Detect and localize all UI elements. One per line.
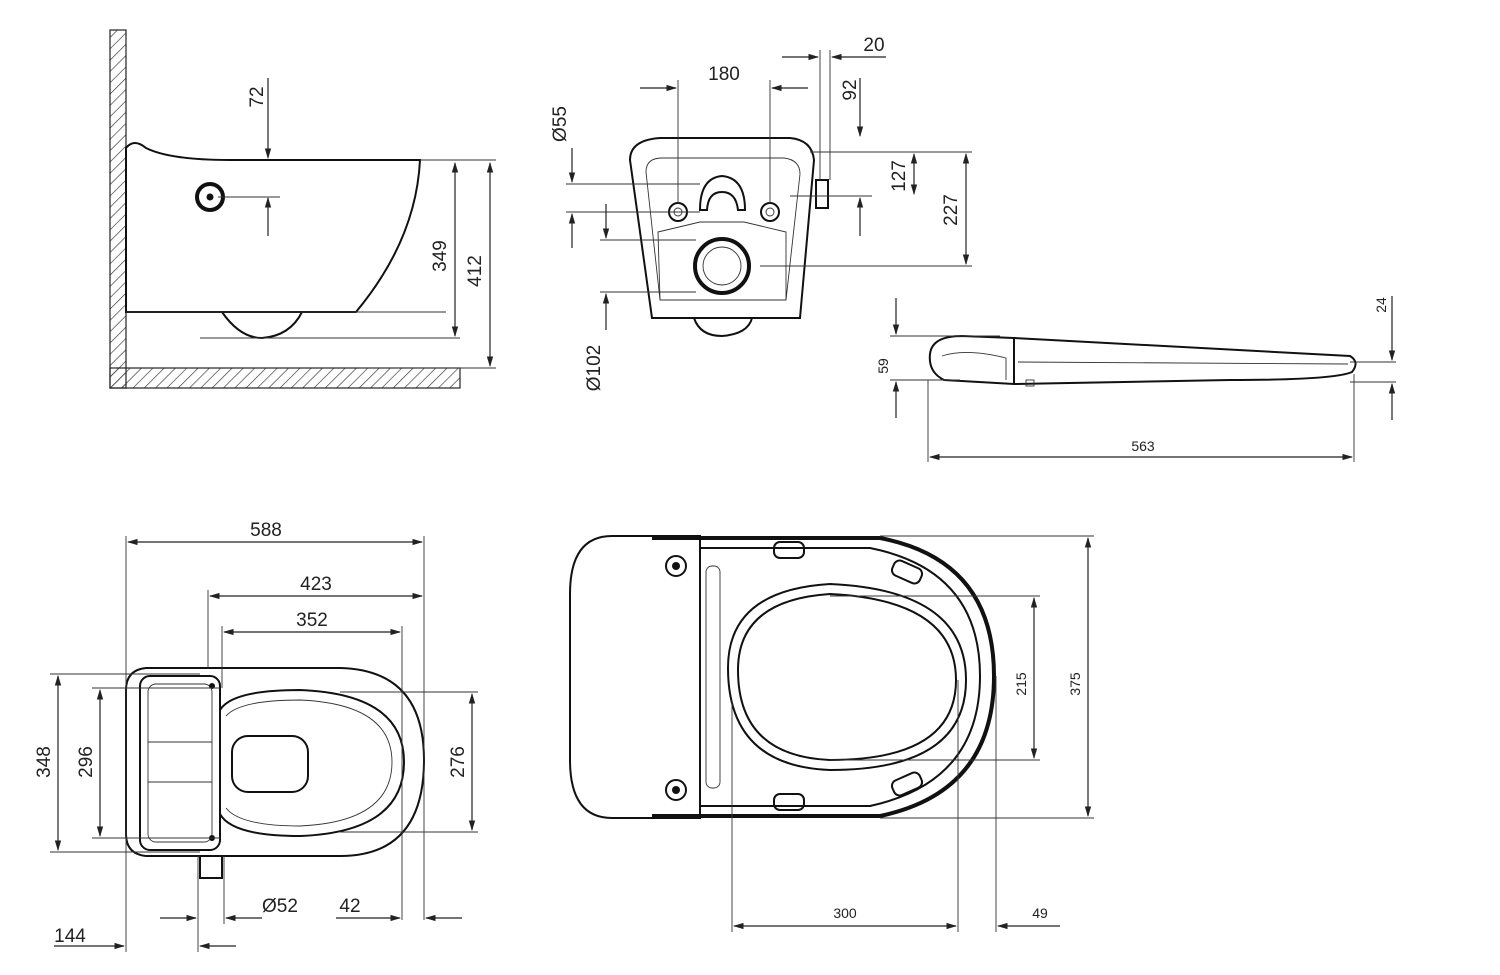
seat-hinge-bolt-top [665,555,687,577]
dim-top-total-length: 588 [250,520,282,541]
seat-top-view: 375 215 300 49 [569,535,1094,932]
dim-top-front-offset: 42 [339,896,360,917]
inlet-dot [206,193,214,201]
dim-top-total-width: 348 [34,746,55,778]
mount-keyhole [698,174,747,211]
dim-back-inlet-diameter: Ø55 [550,106,571,142]
dim-side-rim-height: 349 [430,240,451,272]
dim-top-inlet-diameter: Ø52 [262,896,298,917]
dim-top-length-352: 352 [296,610,328,631]
side-inlet [815,179,829,209]
dim-back-top-offset: 92 [840,79,861,100]
seat-opening-inner [736,592,958,762]
wall-hatch [109,29,127,389]
seat-opening-outer [726,582,968,772]
bowl-back-outline [628,137,816,319]
seat-ring-outer [219,688,406,838]
bowl-side-outline [125,142,422,313]
dim-top-length-423: 423 [300,574,332,595]
hinge-plate [139,675,221,851]
floor-hatch [109,367,461,389]
dim-back-outlet-diameter: Ø102 [584,345,605,391]
back-view: 180 20 92 127 227 Ø55 Ø102 [550,35,972,391]
dim-seat-side-thickness: 59 [875,358,891,374]
dim-seat-opening-length: 300 [833,905,857,921]
bolt-hole-right [760,202,780,222]
seat-outer-outline [652,536,997,818]
dim-seat-side-length: 563 [1131,438,1155,454]
dim-seat-opening-width: 215 [1013,672,1029,696]
dim-seat-front-offset: 49 [1032,905,1048,921]
bowl-front-lip [693,317,753,338]
dim-top-width-276: 276 [448,746,469,778]
top-view: 588 423 352 348 296 276 Ø52 42 144 [34,520,478,952]
seat-hinge-bolt-bottom [665,779,687,801]
dim-top-width-296: 296 [76,746,97,778]
seat-ring-inner [225,699,393,827]
seat-bumper [773,541,805,559]
dim-back-outlet-height: 227 [941,194,962,226]
dim-back-offset: 20 [863,35,884,56]
dim-back-hole-spacing: 180 [708,64,740,85]
dim-seat-top-width: 375 [1067,672,1083,696]
inlet-pipe [199,855,223,879]
dim-side-total-height: 412 [465,255,486,287]
outlet-ring [693,237,751,295]
dim-seat-tip-thickness: 24 [1373,297,1389,313]
side-view: 72 349 412 [109,29,496,389]
seat-side-outline [928,334,1357,386]
dim-side-wall-gap: 72 [247,86,268,107]
dim-back-bolt-height: 127 [889,160,910,192]
dim-top-inlet-offset: 144 [54,926,86,947]
bowl-opening [231,735,309,793]
bowl-top-outline [125,667,426,857]
bowl-underside [221,311,303,340]
seat-lid-cover [569,535,701,819]
seat-side-view: 59 24 563 [875,296,1396,462]
